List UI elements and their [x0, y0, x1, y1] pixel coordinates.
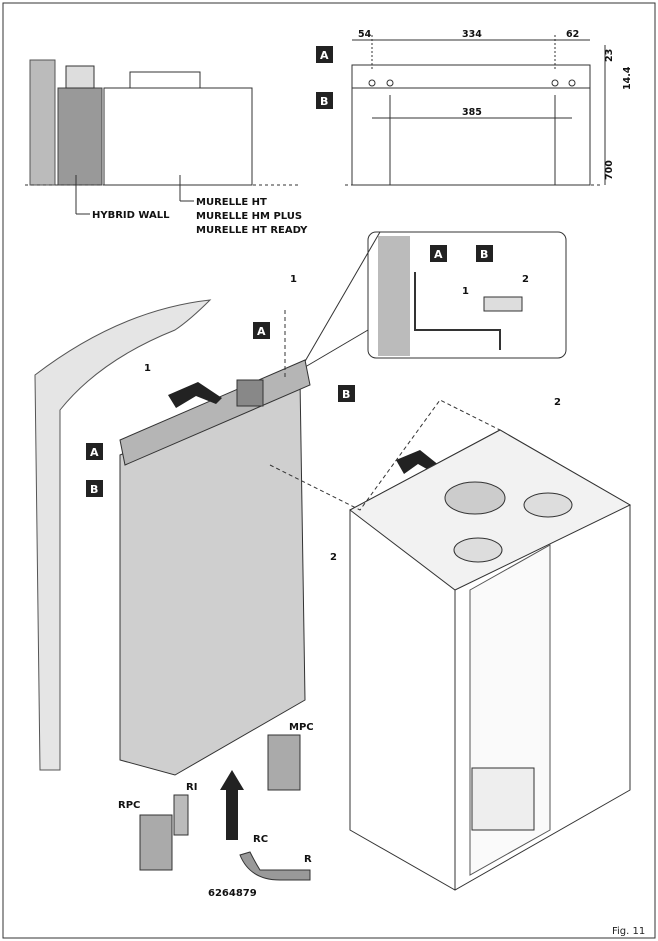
inset-valve: [483, 296, 523, 312]
main-marker-a-left: [86, 443, 103, 460]
flue-outlet: [444, 481, 506, 515]
arrow-top-left: [168, 382, 222, 408]
dim-700: 700: [604, 160, 615, 180]
dim-14-4: 14.4: [622, 66, 633, 90]
guide-path: [269, 399, 501, 511]
main-marker-a-left-text: A: [90, 446, 99, 459]
marker-a-text: A: [320, 49, 329, 62]
main-marker-a-top: [253, 322, 270, 339]
wall-surface: [34, 299, 212, 771]
inset-leader2: [299, 231, 381, 371]
inset-num2: 2: [522, 274, 529, 285]
rpc-valve: [139, 814, 173, 871]
boiler-side: [103, 87, 253, 186]
dim-62: 62: [566, 29, 579, 40]
dim-23: 23: [604, 49, 615, 62]
label-model-1: MURELLE HT: [196, 197, 267, 208]
control-panel: [471, 767, 535, 831]
num2-mid: 2: [330, 552, 337, 563]
frame-valve: [236, 379, 264, 407]
main-marker-b-left: [86, 480, 103, 497]
label-rc: RC: [253, 834, 268, 845]
marker-a-box: [316, 46, 333, 63]
label-code: 6264879: [208, 888, 257, 899]
inset-num1: 1: [462, 286, 469, 297]
inset-marker-a-text: A: [434, 248, 443, 261]
pipe-fitting: [65, 65, 95, 89]
inset-marker-a: [430, 245, 447, 262]
main-marker-b-right-text: B: [342, 388, 350, 401]
main-marker-a-top-text: A: [257, 325, 266, 338]
inset-marker-b: [476, 245, 493, 262]
aux-intake: [453, 537, 503, 563]
dim-385: 385: [462, 107, 482, 118]
dim-54: 54: [358, 29, 372, 40]
figure-label: Fig. 11: [612, 926, 645, 937]
label-model-2: MURELLE HM PLUS: [196, 211, 302, 222]
hole-left2: [386, 79, 394, 87]
top-fitting: [129, 71, 201, 89]
label-rpc: RPC: [118, 800, 140, 811]
connector-pipe: [239, 851, 311, 881]
label-ri: RI: [186, 782, 197, 793]
hole-right: [568, 79, 576, 87]
num1-left: 1: [144, 363, 151, 374]
hybrid-wall-unit: [57, 87, 103, 186]
hole-right2: [551, 79, 559, 87]
mpc-valve: [267, 734, 301, 791]
label-hybrid-wall: HYBRID WALL: [92, 210, 170, 221]
num1-top: 1: [290, 274, 297, 285]
side-view: HYBRID WALL MURELLE HT MURELLE HM PLUS M…: [25, 59, 308, 236]
wall-section: [29, 59, 56, 186]
main-marker-b-left-text: B: [90, 483, 98, 496]
marker-b-text: B: [320, 95, 328, 108]
inset-bracket: [414, 272, 501, 350]
inset-wall: [378, 236, 410, 356]
main-marker-b-right: [338, 385, 355, 402]
hole-left: [368, 79, 376, 87]
inset-marker-b-text: B: [480, 248, 488, 261]
arrow-up: [220, 770, 244, 840]
main-illustration: A A B B 1 1 2 2 MPC RPC RI RC R 6264879: [34, 274, 632, 899]
label-r: R: [304, 854, 312, 865]
air-intake: [523, 492, 573, 518]
inset-leader1: [299, 329, 369, 371]
detail-inset: A B 1 2: [299, 231, 567, 371]
dim-334: 334: [462, 29, 482, 40]
label-mpc: MPC: [289, 722, 314, 733]
front-dimension-view: 54 334 62 385 23 14.4 700 A B: [316, 29, 633, 186]
label-model-3: MURELLE HT READY: [196, 225, 308, 236]
ri-pipe: [173, 794, 189, 836]
num2-right: 2: [554, 397, 561, 408]
inset-frame: [367, 231, 567, 359]
marker-b-box: [316, 92, 333, 109]
